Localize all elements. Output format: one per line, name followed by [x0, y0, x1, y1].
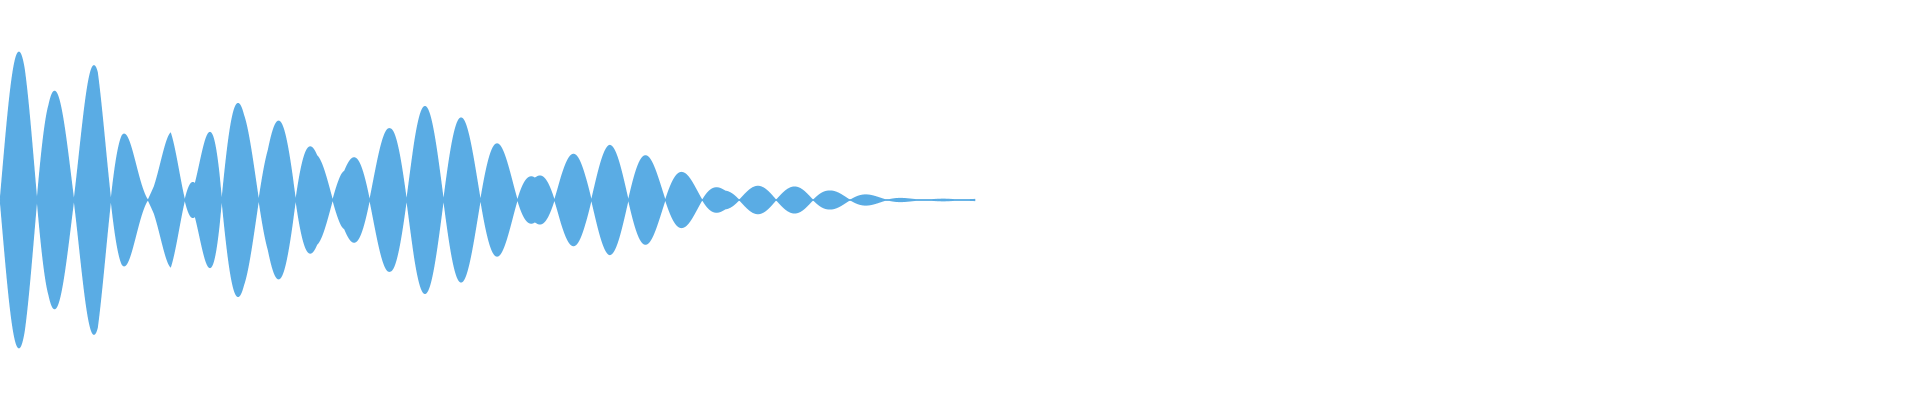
waveform-path: [0, 51, 976, 349]
